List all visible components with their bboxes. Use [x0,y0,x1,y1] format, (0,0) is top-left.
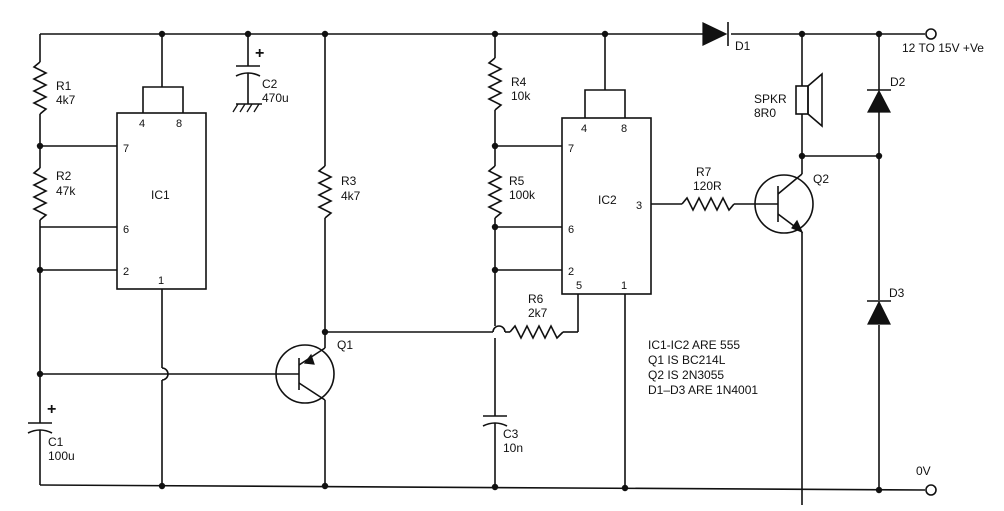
transistor-q1 [275,332,335,485]
r5-label: R5 [509,174,525,188]
r4-value: 10k [511,89,531,103]
r3-label: R3 [341,174,357,188]
junction-dots [36,30,883,494]
c2-label: C2 [262,77,278,91]
ic2-wiring [495,34,682,488]
resistor-r6 [509,290,579,340]
ic2-pin-7: 7 [568,143,574,155]
spkr-label: SPKR [754,92,787,106]
r2-label: R2 [56,169,72,183]
ic1-pin-2: 2 [123,266,129,278]
ic2-pin-6: 6 [568,224,574,236]
diode-d1 [702,22,729,46]
resistor-r4 [487,34,503,146]
resistor-r7 [681,196,778,212]
diode-d2 [867,89,891,113]
ic1-pin-4: 4 [139,118,145,130]
ic2-pin-3: 3 [636,200,642,212]
d-column-wire [802,34,880,490]
speaker-symbol [795,34,823,156]
resistor-r1 [32,34,48,146]
r6-label: R6 [528,292,544,306]
q2-label: Q2 [813,172,829,186]
capacitor-c3 [482,338,508,487]
note-line: D1–D3 ARE 1N4001 [648,383,758,397]
c1-plus: + [47,401,56,418]
ic1-pin-6: 6 [123,224,129,236]
c3-label: C3 [503,427,519,441]
r2-value: 47k [56,184,76,198]
diode-d3 [867,300,891,325]
ic2-label: IC2 [598,193,617,207]
note-line: Q2 IS 2N3055 [648,368,724,382]
ic2-pin-8: 8 [621,123,627,135]
c2-ground-symbol [232,103,262,113]
ic1-pin-7: 7 [123,143,129,155]
r7-value: 120R [693,179,722,193]
c3-value: 10n [503,441,523,455]
ground-rail-label: 0V [916,464,931,478]
ground-rail [39,484,926,491]
r1-value: 4k7 [56,93,76,107]
note-line: IC1-IC2 ARE 555 [648,338,740,352]
ic1-label: IC1 [151,188,170,202]
positive-terminal [925,28,937,40]
r6-value: 2k7 [528,306,548,320]
r5-value: 100k [509,188,536,202]
parts-notes: IC1-IC2 ARE 555 Q1 IS BC214L Q2 IS 2N305… [648,338,758,397]
ic1-wiring [40,34,280,485]
c1-label: C1 [48,435,64,449]
ic2-pin-1: 1 [621,280,627,292]
ic1-chip [116,112,207,290]
d2-label: D2 [890,75,906,89]
note-line: Q1 IS BC214L [648,353,726,367]
ic2-pin-2: 2 [568,266,574,278]
q1-label: Q1 [337,338,353,352]
ground-terminal [925,484,937,496]
capacitor-c1 [27,270,53,485]
r3-value: 4k7 [341,189,361,203]
d3-label: D3 [889,286,905,300]
r4-label: R4 [511,75,527,89]
spkr-value: 8R0 [754,106,776,120]
ic2-pin-5: 5 [576,280,582,292]
r1-label: R1 [56,79,72,93]
q1-to-r6-wire [325,325,510,333]
transistor-q2 [754,156,814,505]
resistor-r5 [487,146,503,326]
ic2-chip [561,117,652,295]
ic1-pin-1: 1 [158,275,164,287]
c1-value: 100u [48,449,75,463]
capacitor-c2 [235,34,261,104]
d1-label: D1 [735,39,751,53]
resistor-r3 [317,34,333,332]
ic1-pin-8: 8 [176,118,182,130]
c2-value: 470u [262,91,289,105]
positive-rail-label: 12 TO 15V +Ve [902,41,984,55]
c2-plus: + [255,45,264,62]
ic2-pin-4: 4 [581,123,587,135]
resistor-r2 [32,146,48,270]
r7-label: R7 [696,165,712,179]
